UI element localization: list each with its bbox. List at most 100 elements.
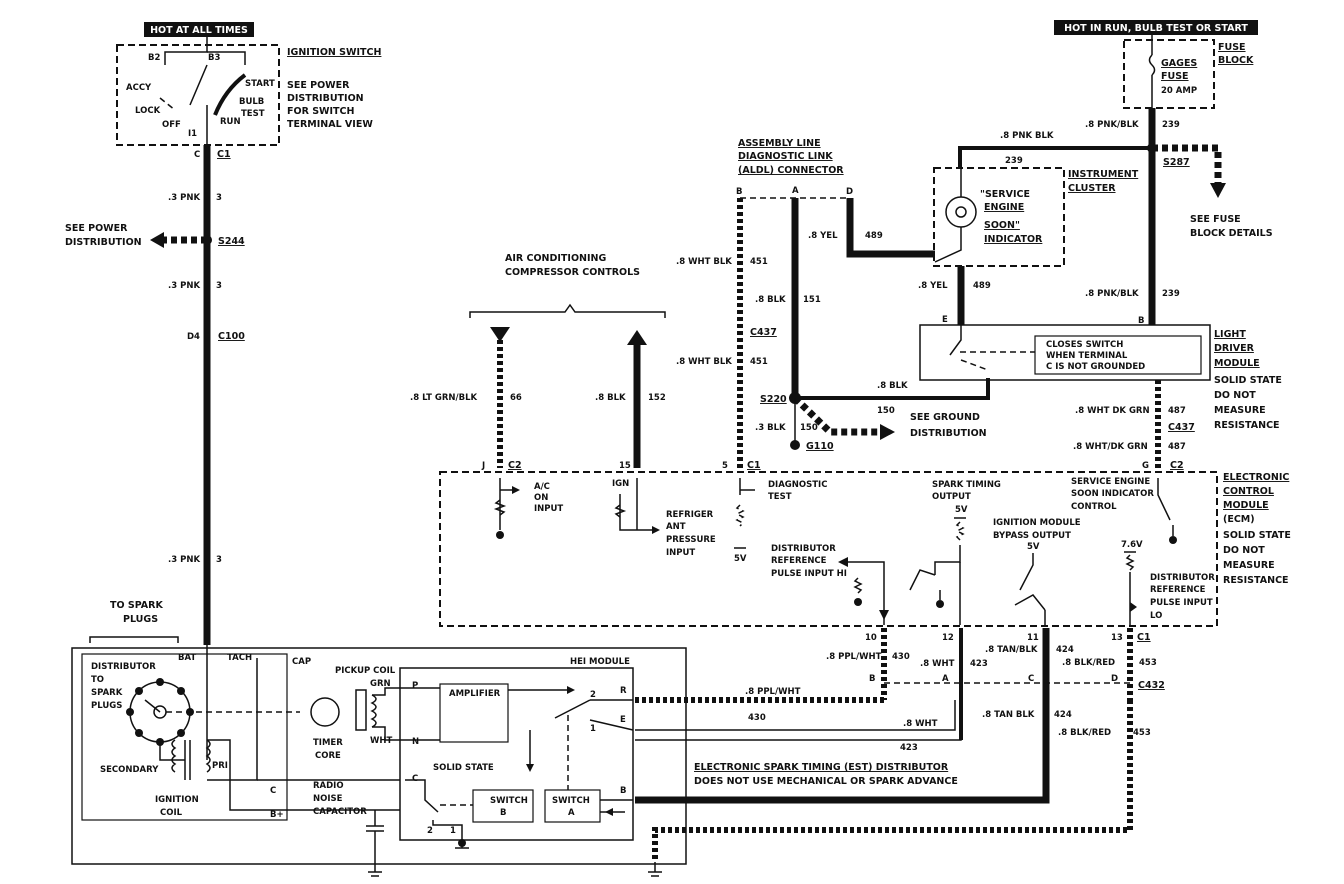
ac-on-label-3: INPUT — [534, 504, 563, 514]
svg-text:MEASURE: MEASURE — [1214, 405, 1266, 416]
wire-number-3-c: 3 — [216, 555, 222, 565]
est-note-label-2: DOES NOT USE MECHANICAL OR SPARK ADVANCE — [694, 776, 958, 787]
distributor-outer-box — [71, 647, 687, 865]
splice-label-s287: S287 — [1163, 157, 1190, 168]
wire-number-487-a: 487 — [1168, 406, 1186, 416]
dist-ref-lo-label-3: PULSE INPUT — [1150, 598, 1213, 608]
wire-label-blk-red-a: .8 BLK/RED — [1062, 658, 1115, 668]
wht-label: WHT — [370, 736, 392, 746]
fuse-label: FUSE — [1161, 71, 1189, 82]
secondary-label: SECONDARY — [100, 765, 159, 775]
diag-test-label-1: DIAGNOSTIC — [768, 480, 827, 490]
coil-pin-c: C — [270, 786, 276, 796]
svg-text:TERMINAL VIEW: TERMINAL VIEW — [287, 119, 373, 130]
ref-lo-76v-label: 7.6V — [1121, 540, 1143, 550]
refrig-label-1: REFRIGER — [666, 510, 714, 520]
pickup-coil-label: PICKUP COIL — [335, 666, 396, 676]
svg-text:FOR SWITCH: FOR SWITCH — [287, 106, 354, 117]
terminal-b2: B2 — [148, 53, 160, 63]
ses-control-label-1: SERVICE ENGINE — [1071, 477, 1150, 487]
wire-number-239-b: 239 — [1005, 156, 1023, 166]
wire-number-451-b: 451 — [750, 357, 768, 367]
switch-num-1-top: 1 — [590, 724, 596, 734]
ecm-box — [439, 471, 1218, 627]
light-driver-label: LIGHT DRIVER MODULE SOLID STATE DO NOT M… — [1214, 329, 1282, 431]
wire-label-blk-red-b: .8 BLK/RED — [1058, 728, 1111, 738]
timer-core-label-1: TIMER — [313, 738, 343, 748]
ign-coil-label-1: IGNITION — [155, 795, 199, 805]
ign-coil-label-2: COIL — [160, 808, 183, 818]
wire-number-150-b: 150 — [800, 423, 818, 433]
fuse-rating: 20 AMP — [1161, 86, 1197, 96]
wire-number-423-b: 423 — [900, 743, 918, 753]
wire-number-150-a: 150 — [877, 406, 895, 416]
ecm-pin-12: 12 — [942, 633, 954, 643]
ecm-pin-13: 13 — [1111, 633, 1123, 643]
svg-text:RESISTANCE: RESISTANCE — [1223, 575, 1289, 586]
wire-number-66: 66 — [510, 393, 522, 403]
ignition-switch-label: IGNITION SWITCH SEE POWER DISTRIBUTION F… — [287, 47, 381, 130]
instrument-cluster-label-1: INSTRUMENT — [1068, 169, 1139, 180]
hei-pin-n: N — [412, 737, 419, 747]
terminal-run: RUN — [220, 117, 241, 127]
wire-number-453-b: 453 — [1133, 728, 1151, 738]
switch-a-label-1: SWITCH — [552, 796, 590, 806]
see-ground-label-1: SEE GROUND — [910, 412, 980, 423]
bat-label: BAT — [178, 653, 196, 663]
svg-text:SOLID STATE: SOLID STATE — [1214, 375, 1282, 386]
wire-label-ppl-wht-b: .8 PPL/WHT — [745, 687, 801, 697]
svg-text:DRIVER: DRIVER — [1214, 343, 1255, 354]
ses-bulb-icon — [945, 196, 977, 228]
timer-core-label-2: CORE — [315, 751, 341, 761]
spark-timing-label-1: SPARK TIMING — [932, 480, 1001, 490]
hot-in-run-header: HOT IN RUN, BULB TEST OR START — [1064, 23, 1248, 34]
spark-5v-label: 5V — [955, 505, 968, 515]
terminal-start: START — [245, 79, 275, 89]
terminal-i1: I1 — [188, 129, 197, 139]
hot-at-all-times-header-bg — [144, 22, 254, 37]
wire-label-wht-a: .8 WHT — [920, 659, 955, 669]
wire-label-wht-dk-grn-a: .8 WHT DK GRN — [1075, 406, 1150, 416]
wire-label-pnk3-a: .3 PNK — [168, 193, 200, 203]
wire-label-ppl-wht-a: .8 PPL/WHT — [826, 652, 882, 662]
connector-c437-b: C437 — [1168, 422, 1195, 433]
connector-c437-a: C437 — [750, 327, 777, 338]
connector-c1-mid: C1 — [747, 460, 761, 471]
dist-plugs-label-4: PLUGS — [91, 701, 122, 711]
svg-text:MEASURE: MEASURE — [1223, 560, 1275, 571]
hei-pin-b: B — [620, 786, 626, 796]
hei-module-label: HEI MODULE — [570, 657, 630, 667]
see-fuse-label-1: SEE FUSE — [1190, 214, 1241, 225]
to-spark-label-2: PLUGS — [123, 614, 158, 625]
terminal-b3: B3 — [208, 53, 220, 63]
yel-wire-489 — [846, 198, 935, 258]
switch-a-box — [544, 789, 601, 823]
wire-label-pnk-blk-a: .8 PNK/BLK — [1085, 120, 1139, 130]
wire-label-pnk3-c: .3 PNK — [168, 555, 200, 565]
see-fuse-label-2: BLOCK DETAILS — [1190, 228, 1273, 239]
wire-label-pnk3-b: .3 PNK — [168, 281, 200, 291]
switch-num-2-top: 2 — [590, 690, 596, 700]
wire-number-451-a: 451 — [750, 257, 768, 267]
wire-number-430-a: 430 — [892, 652, 910, 662]
dist-ref-lo-label-2: REFERENCE — [1150, 585, 1206, 595]
wire-label-pnk-blk-top: .8 PNK BLK — [1000, 131, 1054, 141]
svg-text:ELECTRONIC: ELECTRONIC — [1223, 472, 1289, 483]
ac-on-label-2: ON — [534, 493, 548, 503]
wire-label-yel-a: .8 YEL — [808, 231, 838, 241]
timer-core-icon — [310, 697, 340, 727]
wire-label-tan-blk-b: .8 TAN BLK — [982, 710, 1035, 720]
see-power-dist-label-1: SEE POWER — [65, 223, 128, 234]
wire-number-152: 152 — [648, 393, 666, 403]
ecm-pin-11: 11 — [1027, 633, 1039, 643]
ign-bypass-label-1: IGNITION MODULE — [993, 518, 1081, 528]
wire-number-3-a: 3 — [216, 193, 222, 203]
switch-b-box — [472, 789, 534, 823]
refrig-label-3: PRESSURE — [666, 535, 716, 545]
connector-c2-right: C2 — [1170, 460, 1184, 471]
svg-text:CONTROL: CONTROL — [1223, 486, 1274, 497]
see-power-dist-label-2: DISTRIBUTION — [65, 237, 142, 248]
tach-label: TACH — [227, 653, 252, 663]
svg-text:DO NOT: DO NOT — [1214, 390, 1256, 401]
fuse-block-box — [1123, 39, 1215, 109]
